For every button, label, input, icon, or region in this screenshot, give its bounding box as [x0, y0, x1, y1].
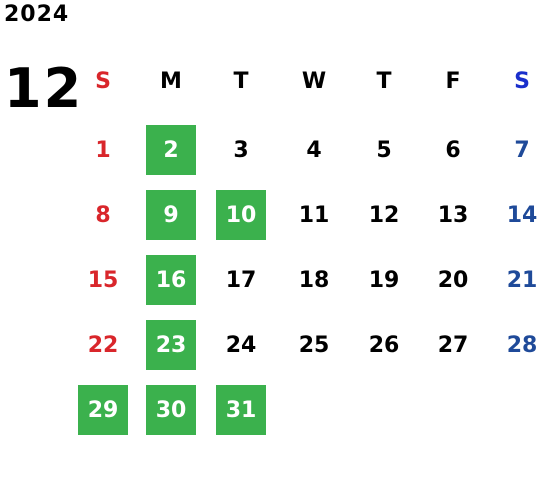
day-cell-18[interactable]: 18	[298, 267, 330, 293]
day-cell-19[interactable]: 19	[368, 267, 400, 293]
day-cell-11[interactable]: 11	[298, 202, 330, 228]
day-cell-25[interactable]: 25	[298, 332, 330, 358]
day-cell-20[interactable]: 20	[437, 267, 469, 293]
day-cell-28[interactable]: 28	[506, 332, 538, 358]
day-cell-5[interactable]: 5	[376, 137, 392, 163]
day-cell-6[interactable]: 6	[445, 137, 461, 163]
weekday-header-sun: S	[95, 68, 111, 94]
calendar-year: 2024	[4, 2, 70, 27]
day-cell-24[interactable]: 24	[225, 332, 257, 358]
day-cell-4[interactable]: 4	[306, 137, 322, 163]
day-cell-12[interactable]: 12	[368, 202, 400, 228]
day-cell-8[interactable]: 8	[95, 202, 111, 228]
day-cell-15[interactable]: 15	[87, 267, 119, 293]
day-cell-1[interactable]: 1	[95, 137, 111, 163]
weekday-header-wed: W	[301, 68, 327, 94]
day-cell-14[interactable]: 14	[506, 202, 538, 228]
day-cell-26[interactable]: 26	[368, 332, 400, 358]
day-cell-17[interactable]: 17	[225, 267, 257, 293]
day-cell-31[interactable]: 31	[216, 385, 266, 435]
weekday-header-sat: S	[514, 68, 530, 94]
day-cell-10[interactable]: 10	[216, 190, 266, 240]
day-cell-29[interactable]: 29	[78, 385, 128, 435]
calendar-month: 12	[4, 57, 84, 120]
day-cell-23[interactable]: 23	[146, 320, 196, 370]
weekday-header-fri: F	[445, 68, 461, 94]
day-cell-30[interactable]: 30	[146, 385, 196, 435]
weekday-header-thu: T	[376, 68, 392, 94]
day-cell-21[interactable]: 21	[506, 267, 538, 293]
day-cell-2[interactable]: 2	[146, 125, 196, 175]
day-cell-3[interactable]: 3	[233, 137, 249, 163]
day-cell-27[interactable]: 27	[437, 332, 469, 358]
weekday-header-mon: M	[160, 68, 182, 94]
day-cell-22[interactable]: 22	[87, 332, 119, 358]
day-cell-16[interactable]: 16	[146, 255, 196, 305]
weekday-header-tue: T	[233, 68, 249, 94]
day-cell-7[interactable]: 7	[514, 137, 530, 163]
day-cell-13[interactable]: 13	[437, 202, 469, 228]
day-cell-9[interactable]: 9	[146, 190, 196, 240]
